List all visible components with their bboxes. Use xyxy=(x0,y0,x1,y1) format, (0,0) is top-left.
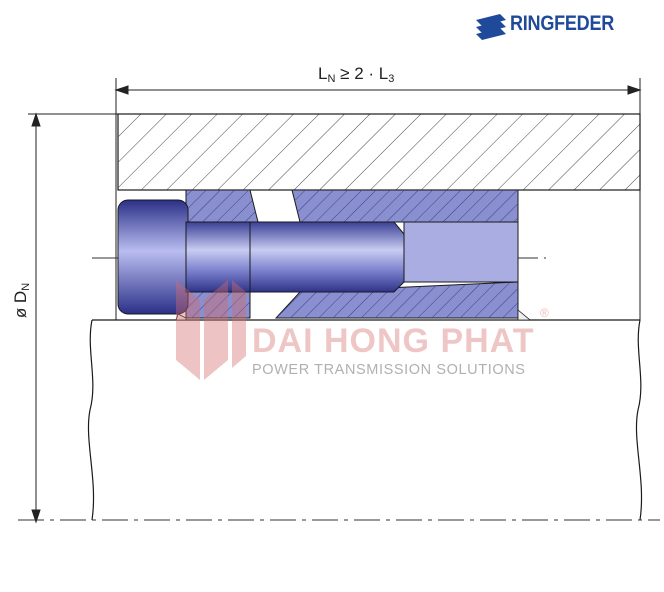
watermark-logo-icon xyxy=(176,280,246,380)
bolt xyxy=(117,199,405,315)
watermark-title: DAI HONG PHAT xyxy=(252,322,535,360)
ringfeder-logo-icon xyxy=(476,14,506,40)
locking-assembly xyxy=(175,189,532,321)
watermark-registered-mark: ® xyxy=(540,306,549,320)
hub-section xyxy=(117,113,641,191)
diameter-dimension-line xyxy=(28,112,118,524)
watermark-subtitle: POWER TRANSMISSION SOLUTIONS xyxy=(252,362,526,378)
length-dimension-label: LN ≥ 2 · L3 xyxy=(318,64,395,85)
brand-name: RINGFEDER xyxy=(510,12,615,35)
brand-logo: RINGFEDER xyxy=(476,12,631,36)
diameter-dimension-label: ø DN xyxy=(11,282,33,319)
